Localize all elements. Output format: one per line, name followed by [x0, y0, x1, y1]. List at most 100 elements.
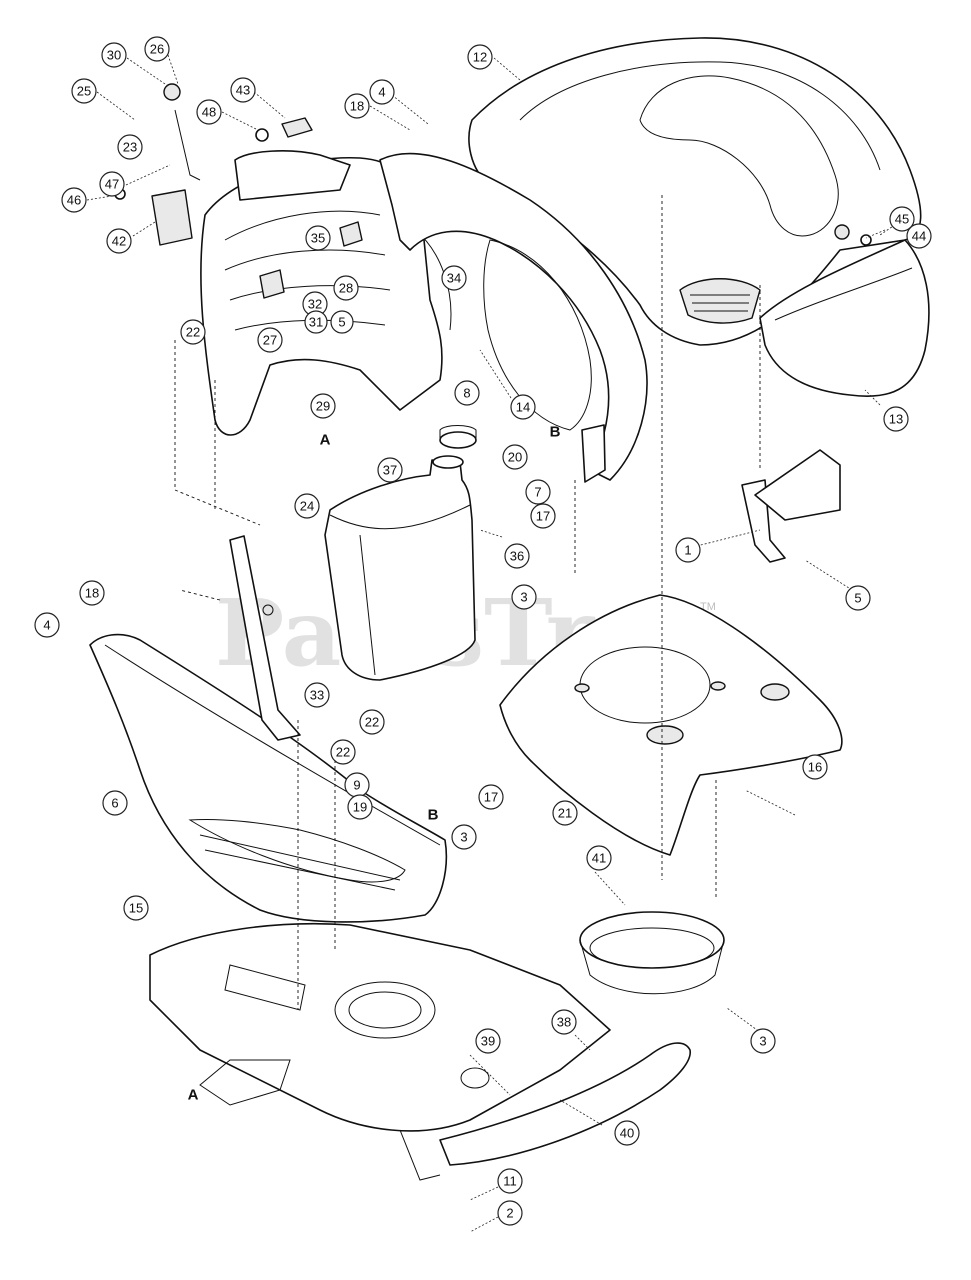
- callout-label: 46: [67, 193, 81, 208]
- callout-label: 5: [338, 315, 345, 330]
- callout: 9: [344, 772, 370, 798]
- callout: 47: [99, 171, 125, 197]
- callout-label: 39: [481, 1034, 495, 1049]
- callout: 45: [889, 206, 915, 232]
- callout: 18: [344, 93, 370, 119]
- callout: 5: [330, 310, 354, 334]
- callout: 32: [302, 291, 328, 317]
- callout: 35: [305, 225, 331, 251]
- callout: 17: [530, 503, 556, 529]
- frame-chassis-part: [149, 923, 691, 1181]
- callout-label: 41: [592, 851, 606, 866]
- callout: 22: [330, 739, 356, 765]
- callout-label: 1: [684, 543, 691, 558]
- callout-label: 42: [112, 234, 126, 249]
- hood-part: [468, 37, 922, 346]
- callout: 33: [304, 682, 330, 708]
- callout-label: 23: [123, 140, 137, 155]
- callout-label: 15: [129, 901, 143, 916]
- callout: 14: [510, 394, 536, 420]
- ref-letter-b-top: B: [550, 424, 561, 441]
- callout-label: 12: [473, 50, 487, 65]
- callout: 42: [106, 228, 132, 254]
- callout: 6: [102, 790, 128, 816]
- callout: 39: [475, 1028, 501, 1054]
- callout-label: 14: [516, 400, 530, 415]
- callout: 41: [586, 845, 612, 871]
- callout: 26: [144, 36, 170, 62]
- callout: 21: [552, 800, 578, 826]
- callout-label: 11: [503, 1174, 517, 1189]
- ref-letter-a-bottom: A: [188, 1087, 199, 1104]
- callout-label: 34: [447, 271, 461, 286]
- callout-label: 29: [316, 399, 330, 414]
- callout-label: 18: [85, 586, 99, 601]
- callout: 11: [497, 1168, 523, 1194]
- callout-label: 27: [263, 333, 277, 348]
- callout: 48: [196, 99, 222, 125]
- callout-label: 6: [111, 796, 118, 811]
- callout-label: 22: [365, 715, 379, 730]
- callout: 7: [525, 479, 551, 505]
- callout: 43: [230, 77, 256, 103]
- callout-label: 4: [378, 85, 385, 100]
- callout-label: 3: [460, 830, 467, 845]
- callout: 40: [614, 1120, 640, 1146]
- callout: 3: [511, 584, 537, 610]
- callout: 31: [304, 310, 328, 334]
- floor-pan-part: [499, 594, 843, 856]
- callout-label: 25: [77, 84, 91, 99]
- callout-label: 18: [350, 99, 364, 114]
- callout-label: 26: [150, 42, 164, 57]
- alignment-lines: [174, 195, 761, 1010]
- callout-label: 35: [311, 231, 325, 246]
- callout-label: 32: [308, 297, 322, 312]
- callout: 4: [369, 79, 395, 105]
- callout: 24: [294, 493, 320, 519]
- callout-label: 3: [759, 1034, 766, 1049]
- callout-label: 37: [383, 463, 397, 478]
- callout-label: 36: [510, 549, 524, 564]
- callout: 44: [906, 223, 932, 249]
- callout: 22: [359, 709, 385, 735]
- callout-label: 47: [105, 177, 119, 192]
- callout: 36: [504, 543, 530, 569]
- callout-label: 43: [236, 83, 250, 98]
- callout: 8: [454, 380, 480, 406]
- callout-label: 16: [808, 760, 822, 775]
- ref-letter-b-bottom: B: [428, 807, 439, 824]
- ring-part: [579, 911, 725, 995]
- fuel-tank-part: [324, 425, 477, 681]
- callout-label: 17: [484, 790, 498, 805]
- callout-label: 48: [202, 105, 216, 120]
- callout-label: 40: [620, 1126, 634, 1141]
- callout: 19: [347, 794, 373, 820]
- callout-label: 2: [506, 1206, 513, 1221]
- callout: 2: [497, 1200, 523, 1226]
- callout: 22: [180, 319, 206, 345]
- callout-label: 17: [536, 509, 550, 524]
- callout: 28: [333, 275, 359, 301]
- callout: 38: [551, 1009, 577, 1035]
- callout-label: 31: [309, 315, 323, 330]
- callout-label: 22: [336, 745, 350, 760]
- callout: 18: [79, 580, 105, 606]
- callout-label: 20: [508, 450, 522, 465]
- callout: 34: [441, 265, 467, 291]
- callout: 4: [34, 612, 60, 638]
- callout-label: 38: [557, 1015, 571, 1030]
- callout-label: 22: [186, 325, 200, 340]
- callout: 17: [478, 784, 504, 810]
- callout-label: 28: [339, 281, 353, 296]
- callout: 27: [257, 327, 283, 353]
- callout-label: 24: [300, 499, 314, 514]
- callout: 1: [675, 537, 701, 563]
- callout: 30: [101, 42, 127, 68]
- callout-label: 3: [520, 590, 527, 605]
- callout: 20: [502, 444, 528, 470]
- callout: 3: [750, 1028, 776, 1054]
- callout: 29: [310, 393, 336, 419]
- support-bracket-part: [229, 535, 301, 741]
- callout-label: 21: [558, 806, 572, 821]
